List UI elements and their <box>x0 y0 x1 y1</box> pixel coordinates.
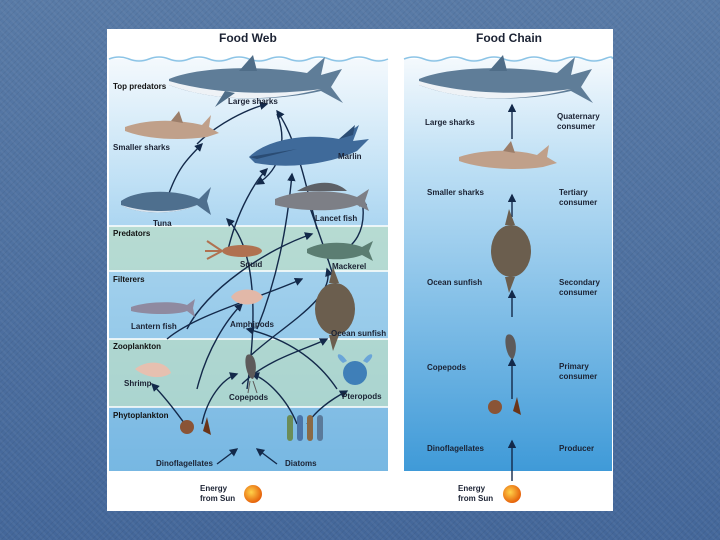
label-copepods: Copepods <box>229 393 269 402</box>
label-shrimp: Shrimp <box>124 379 152 388</box>
squid-illustration <box>205 240 262 260</box>
chain-label-dinoflagellates: Dinoflagellates <box>427 444 484 453</box>
food-web-title: Food Web <box>219 31 277 45</box>
phytoplankton-band <box>109 407 388 471</box>
chain-label-copepods: Copepods <box>427 363 467 372</box>
label-diatoms: Diatoms <box>285 459 317 468</box>
chain-role-secondary-1: Secondary <box>559 278 600 287</box>
band-filterers: Filterers <box>113 275 145 284</box>
mackerel-illustration <box>307 241 373 261</box>
ocean-sunfish-illustration <box>315 267 355 351</box>
dinoflagellates-illustration <box>180 417 211 435</box>
chain-role-producer: Producer <box>559 444 595 453</box>
smaller-shark-illustration <box>125 111 219 139</box>
pteropods-illustration <box>337 354 373 385</box>
chain-role-primary-1: Primary <box>559 362 589 371</box>
chain-role-quaternary-2: consumer <box>557 122 596 131</box>
chain-role-quaternary-1: Quaternary <box>557 112 600 121</box>
chain-role-tertiary-1: Tertiary <box>559 188 588 197</box>
web-sun <box>244 485 262 503</box>
chain-role-primary-2: consumer <box>559 372 598 381</box>
label-squid: Squid <box>240 260 263 269</box>
chain-sun <box>503 485 521 503</box>
food-web-figure: Food Web Food Chain Top predators Predat… <box>107 29 613 511</box>
chain-ocean-sunfish-illustration <box>491 209 531 293</box>
label-mackerel: Mackerel <box>332 262 367 271</box>
label-amphipods: Amphipods <box>230 320 274 329</box>
shrimp-illustration <box>135 362 171 378</box>
chain-role-secondary-2: consumer <box>559 288 598 297</box>
band-top-predators: Top predators <box>113 82 167 91</box>
label-lancet-fish: Lancet fish <box>315 214 358 223</box>
band-predators: Predators <box>113 229 151 238</box>
copepods-illustration <box>245 354 258 394</box>
label-chain-energy-line1: Energy <box>458 484 486 493</box>
amphipods-illustration <box>231 289 263 305</box>
label-lantern-fish: Lantern fish <box>131 322 177 331</box>
food-chain-title: Food Chain <box>476 31 542 45</box>
chain-label-ocean-sunfish: Ocean sunfish <box>427 278 483 287</box>
diatoms-illustration <box>287 415 323 441</box>
chain-role-tertiary-2: consumer <box>559 198 598 207</box>
chain-label-smaller-sharks: Smaller sharks <box>427 188 484 197</box>
label-dinoflagellates: Dinoflagellates <box>156 459 213 468</box>
tuna-illustration <box>121 187 211 215</box>
chain-smaller-shark-illustration <box>459 141 557 169</box>
band-zooplankton: Zooplankton <box>113 342 161 351</box>
label-tuna: Tuna <box>153 219 172 228</box>
label-chain-energy-line2: from Sun <box>458 494 494 503</box>
label-smaller-sharks: Smaller sharks <box>113 143 170 152</box>
chain-label-large-sharks: Large sharks <box>425 118 475 127</box>
lantern-fish-illustration <box>131 299 195 317</box>
label-large-sharks: Large sharks <box>228 97 278 106</box>
label-pteropods: Pteropods <box>342 392 382 401</box>
band-phytoplankton: Phytoplankton <box>113 411 169 420</box>
label-web-energy-line1: Energy <box>200 484 228 493</box>
marlin-illustration <box>249 125 369 166</box>
figure-art <box>108 55 613 503</box>
large-shark-illustration <box>169 55 343 107</box>
chain-large-shark-illustration <box>419 55 593 103</box>
label-web-energy-line2: from Sun <box>200 494 236 503</box>
label-marlin: Marlin <box>338 152 362 161</box>
chain-copepods-illustration <box>505 334 516 359</box>
lancet-fish-illustration <box>275 182 369 211</box>
label-ocean-sunfish: Ocean sunfish <box>331 329 387 338</box>
chain-dinoflagellates-illustration <box>488 397 521 415</box>
